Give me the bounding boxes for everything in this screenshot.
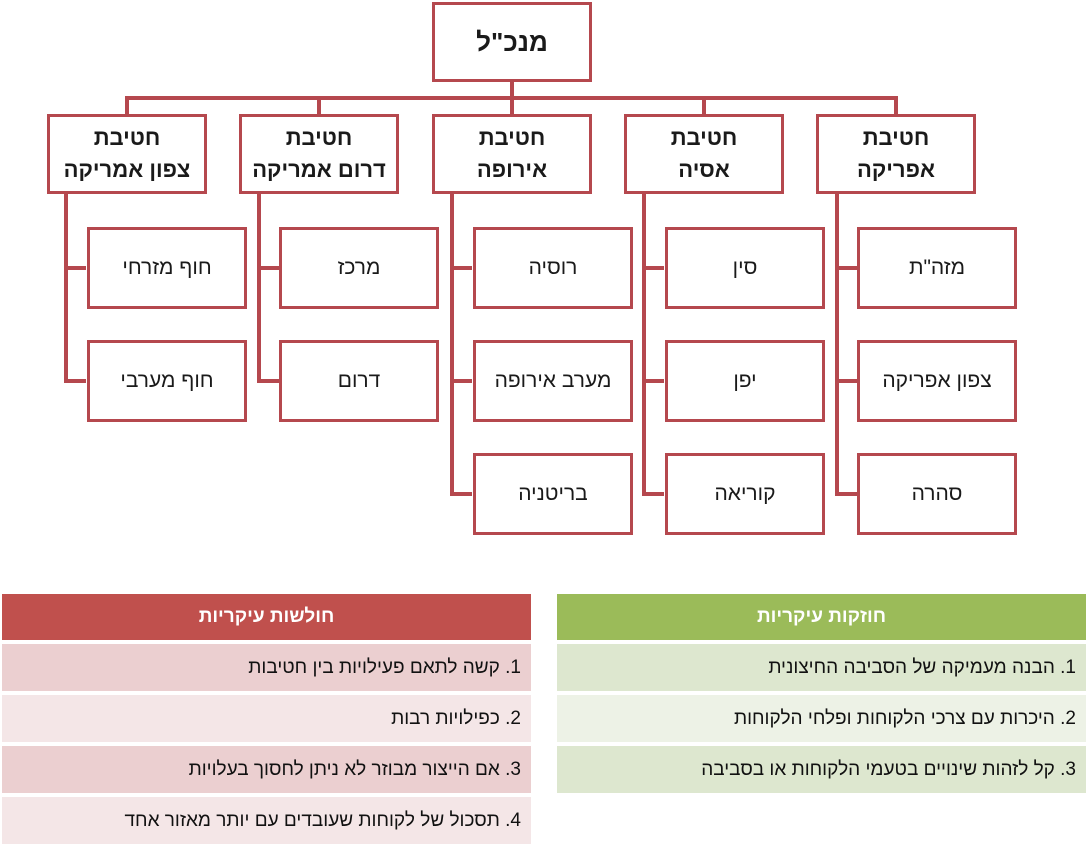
weakness-item: 2. כפילויות רבות [2, 695, 531, 742]
region-box: חוף מערבי [87, 340, 247, 422]
division-north-america: חטיבת צפון אמריקה [47, 114, 207, 194]
region-box: חוף מזרחי [87, 227, 247, 309]
strengths-header: חוזקות עיקריות [557, 594, 1086, 640]
region-box: צפון אפריקה [857, 340, 1017, 422]
region-label: חוף מזרחי [122, 256, 212, 279]
weakness-item: 4. תסכול של לקוחות שעובדים עם יותר מאזור… [2, 797, 531, 844]
region-label: דרום [337, 369, 381, 392]
strengths-table: חוזקות עיקריות 1. הבנה מעמיקה של הסביבה … [557, 594, 1086, 793]
region-label: סין [732, 256, 758, 279]
division-europe: חטיבת אירופה [432, 114, 592, 194]
ceo-label: מנכ"ל [476, 26, 548, 57]
strength-item: 2. היכרות עם צרכי הלקוחות ופלחי הלקוחות [557, 695, 1086, 742]
division-label-name: צפון אמריקה [63, 157, 191, 182]
division-label-name: אסיה [678, 157, 730, 182]
region-label: בריטניה [518, 482, 588, 505]
region-box: מרכז [279, 227, 439, 309]
division-africa: חטיבת אפריקה [816, 114, 976, 194]
region-box: סין [665, 227, 825, 309]
region-label: מערב אירופה [494, 369, 612, 392]
weakness-item: 1. קשה לתאם פעילויות בין חטיבות [2, 644, 531, 691]
region-box: דרום [279, 340, 439, 422]
division-label-prefix: חטיבת [862, 125, 930, 150]
region-label: צפון אפריקה [882, 369, 992, 392]
region-box: רוסיה [473, 227, 633, 309]
org-chart-connectors [64, 82, 898, 496]
division-label-prefix: חטיבת [670, 125, 738, 150]
region-label: יפן [733, 369, 757, 392]
division-label-prefix: חטיבת [285, 125, 353, 150]
region-label: מזה"ת [908, 256, 966, 279]
division-label-name: אפריקה [857, 157, 935, 182]
region-label: קוריאה [714, 482, 776, 505]
weakness-item: 3. אם הייצור מבוזר לא ניתן לחסוך בעלויות [2, 746, 531, 793]
weaknesses-table: חולשות עיקריות 1. קשה לתאם פעילויות בין … [2, 594, 531, 844]
region-box: מערב אירופה [473, 340, 633, 422]
region-box: קוריאה [665, 453, 825, 535]
region-label: מרכז [337, 256, 381, 279]
strength-item: 3. קל לזהות שינויים בטעמי הלקוחות או בסב… [557, 746, 1086, 793]
strength-item: 1. הבנה מעמיקה של הסביבה החיצונית [557, 644, 1086, 691]
division-asia: חטיבת אסיה [624, 114, 784, 194]
region-label: חוף מערבי [120, 369, 214, 392]
division-south-america: חטיבת דרום אמריקה [239, 114, 399, 194]
region-box: מזה"ת [857, 227, 1017, 309]
weaknesses-header: חולשות עיקריות [2, 594, 531, 640]
region-box: יפן [665, 340, 825, 422]
region-box: בריטניה [473, 453, 633, 535]
division-label-prefix: חטיבת [93, 125, 161, 150]
ceo-box: מנכ"ל [432, 2, 592, 82]
division-label-name: אירופה [476, 157, 548, 182]
region-label: רוסיה [528, 256, 578, 279]
region-box: סהרה [857, 453, 1017, 535]
region-label: סהרה [911, 482, 963, 505]
division-label-prefix: חטיבת [478, 125, 546, 150]
division-label-name: דרום אמריקה [252, 157, 386, 182]
